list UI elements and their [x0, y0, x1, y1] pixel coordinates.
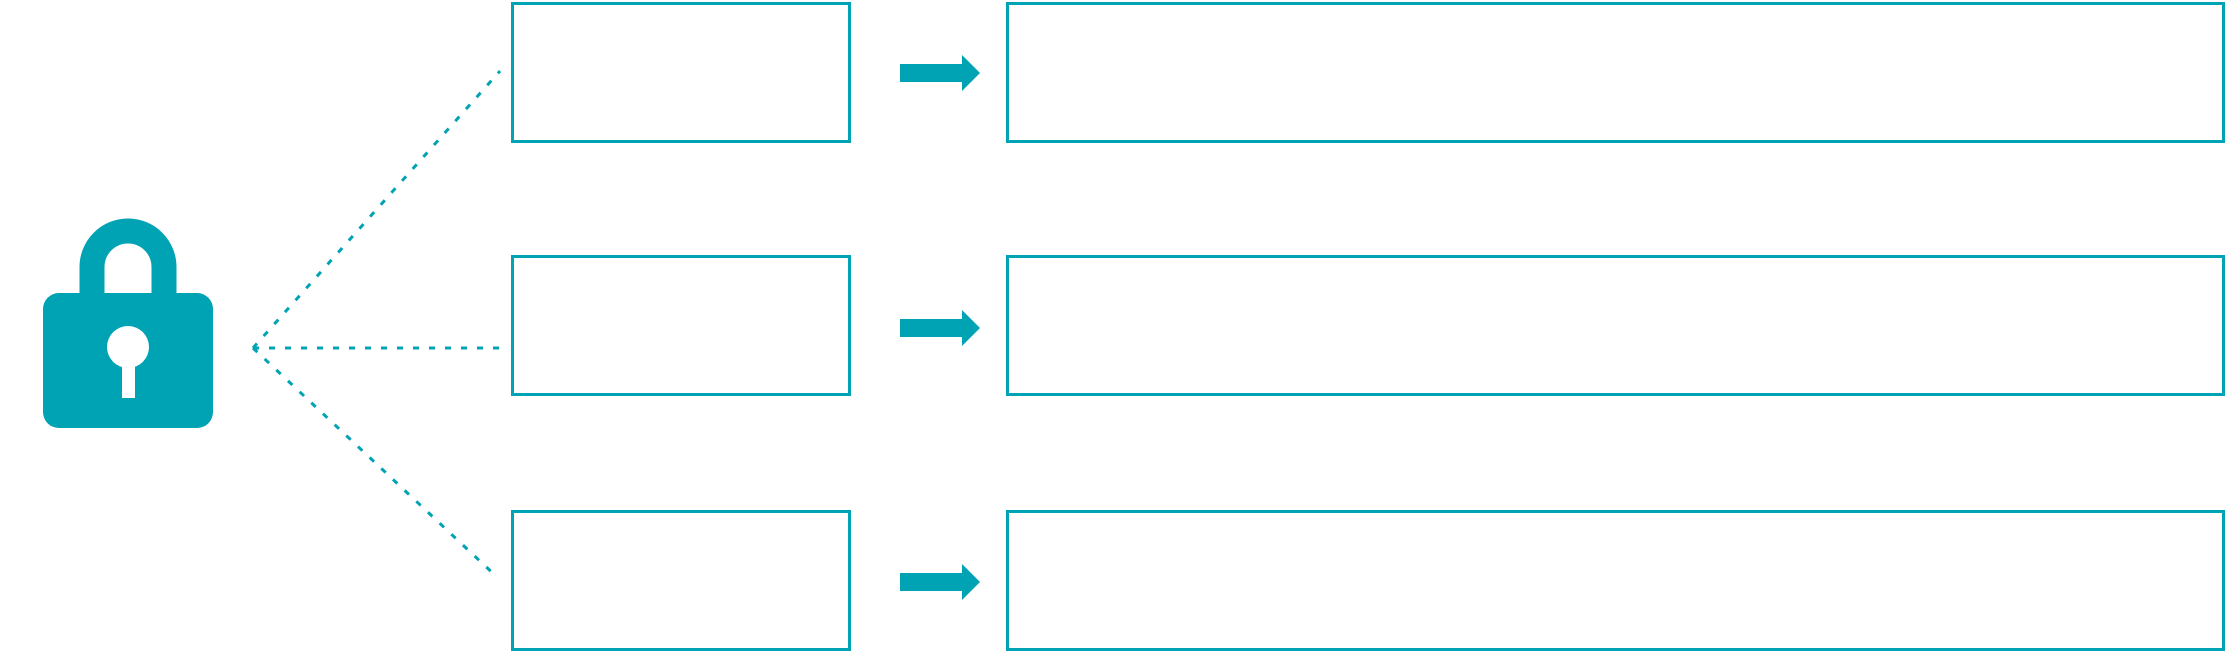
right-arrow-icon — [900, 55, 980, 91]
keyword-box-2[interactable] — [511, 255, 851, 396]
detail-box-1[interactable] — [1006, 2, 2225, 143]
dotted-connector-bottom — [251, 346, 500, 580]
keyword-box-1[interactable] — [511, 2, 851, 143]
keyword-box-3[interactable] — [511, 510, 851, 651]
right-arrow-icon — [900, 310, 980, 346]
detail-box-2[interactable] — [1006, 255, 2225, 396]
detail-box-3[interactable] — [1006, 510, 2225, 651]
lock-icon — [43, 218, 213, 428]
right-arrow-icon — [900, 564, 980, 600]
dotted-connector-top — [251, 70, 502, 349]
